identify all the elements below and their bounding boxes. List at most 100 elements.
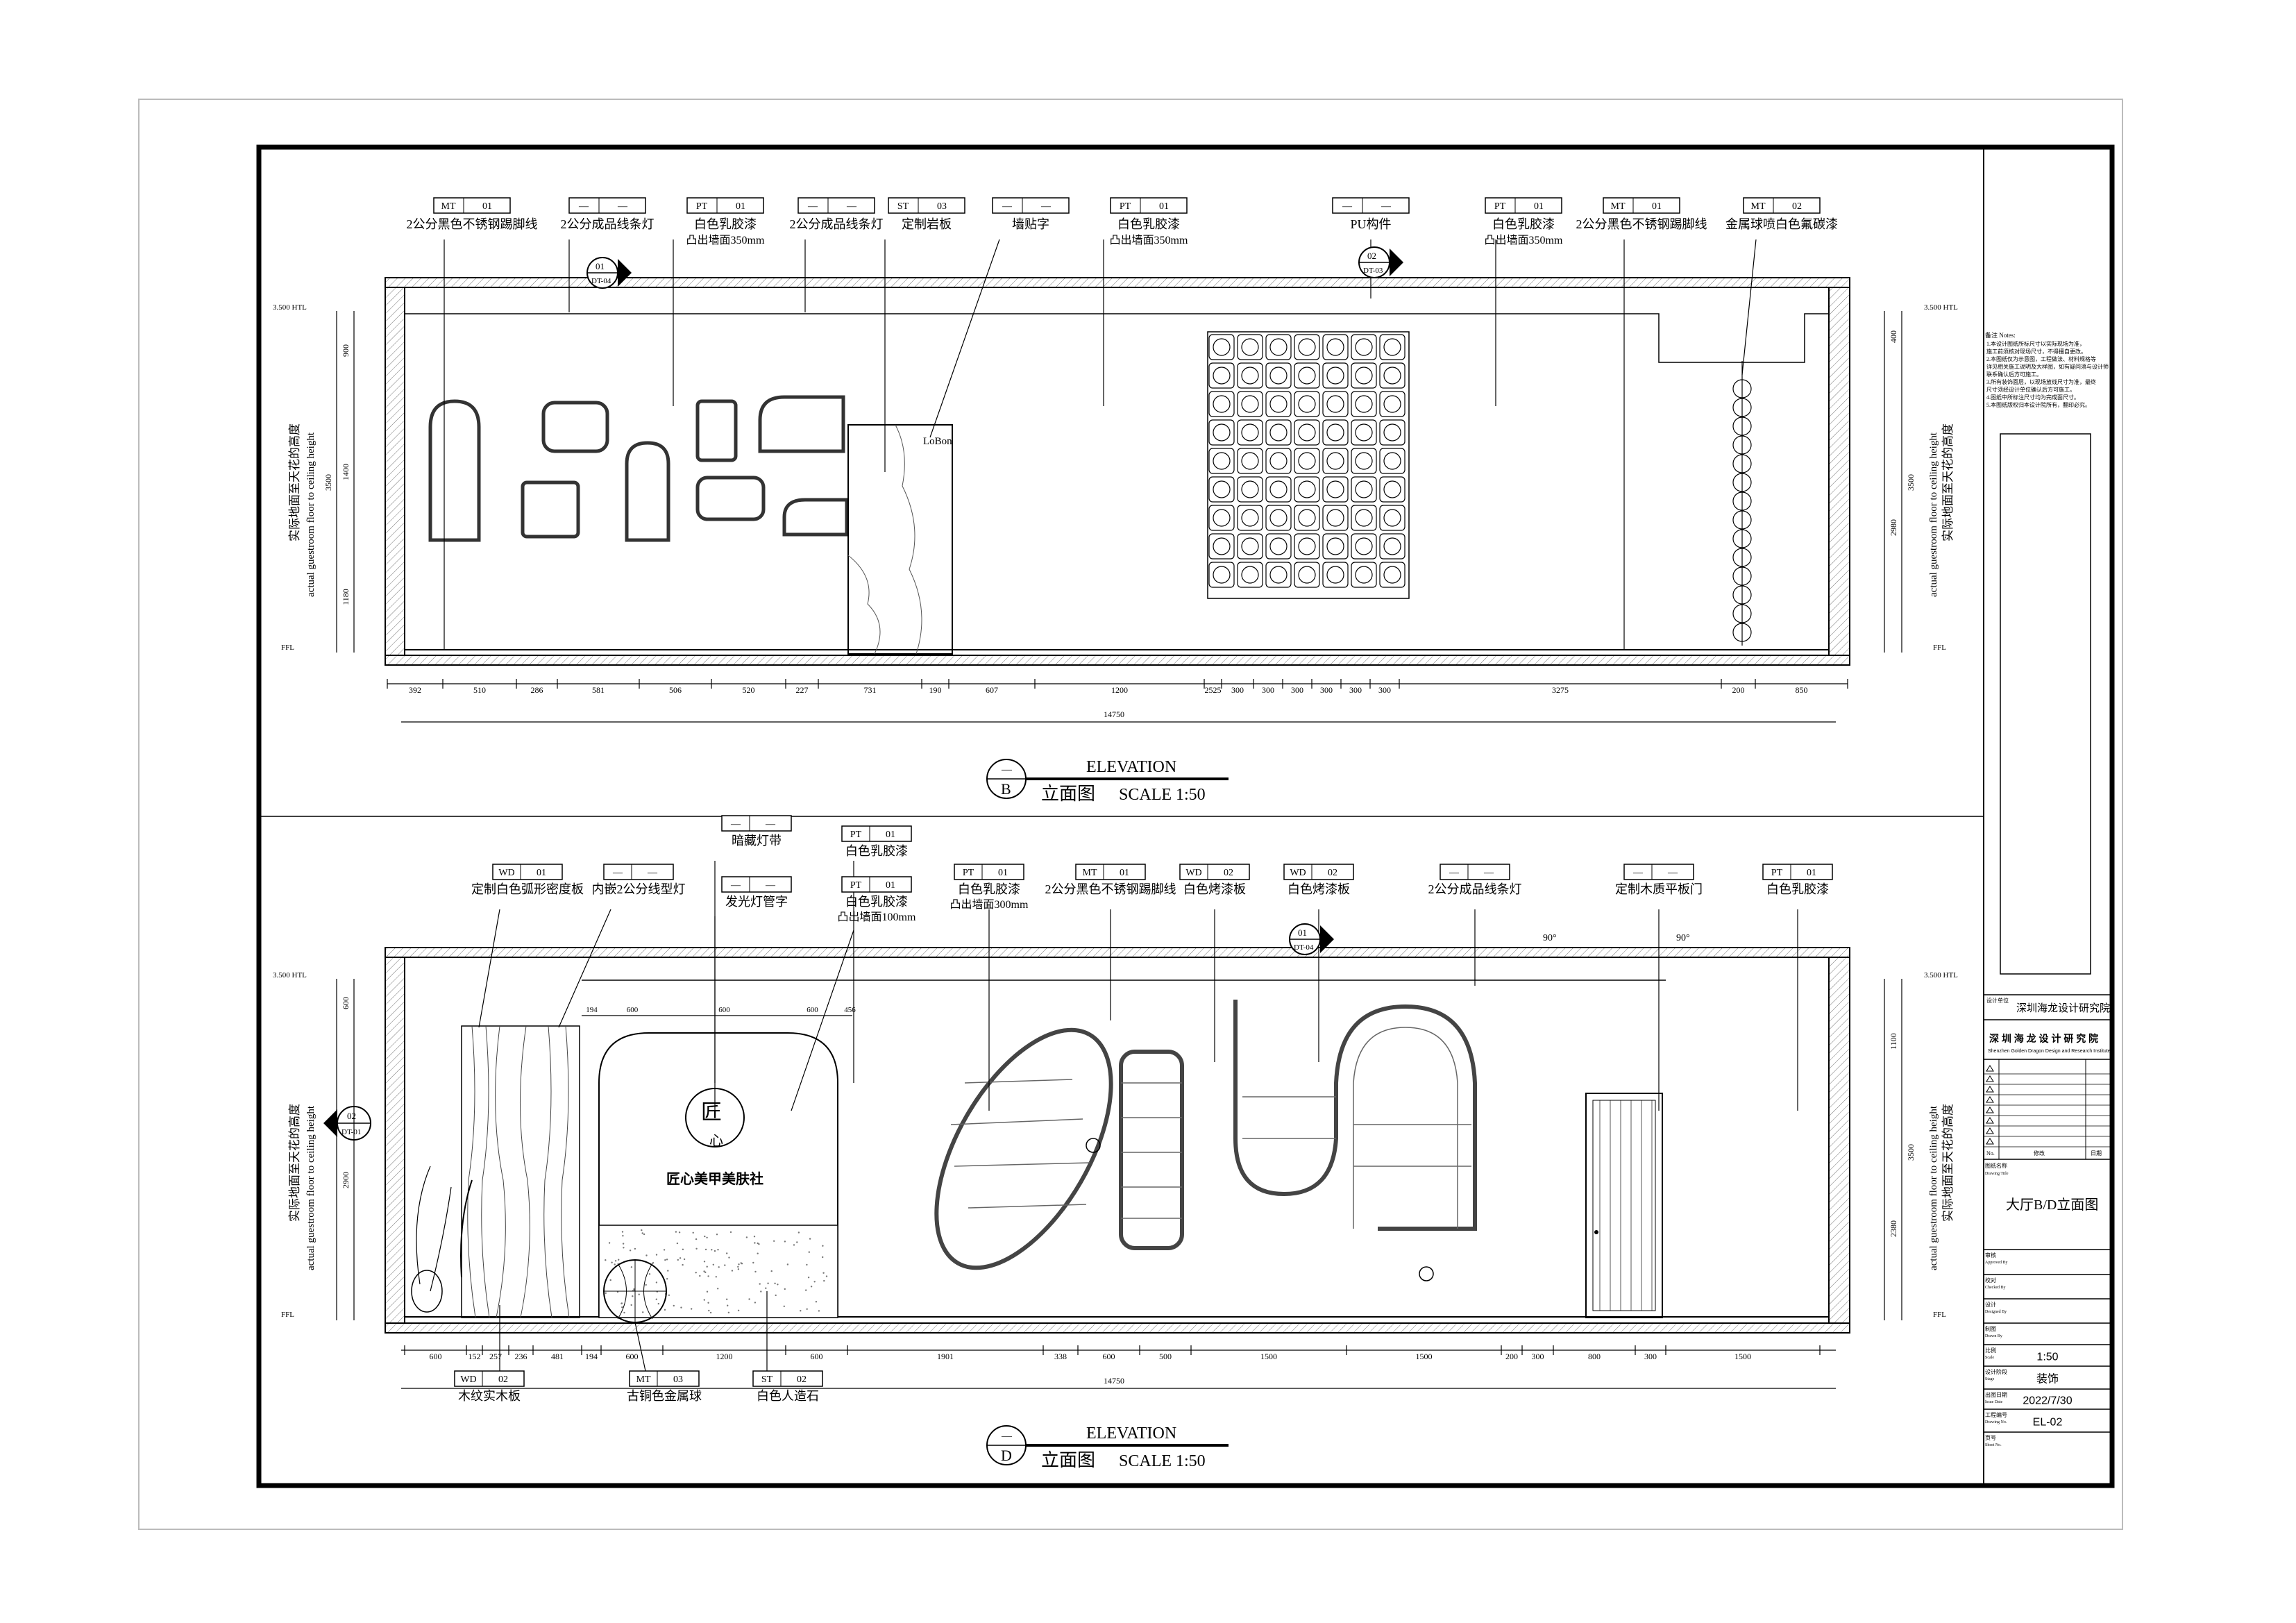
oval-shelf — [934, 1027, 1113, 1270]
title-cn: 立面图 — [1041, 784, 1095, 804]
scale-label: 比例 — [1985, 1347, 1996, 1354]
dimension-value: 200 — [1505, 1352, 1518, 1361]
metal-ball — [1732, 585, 1752, 605]
tag-number: — — [765, 880, 776, 891]
designed-label: 设计 — [1985, 1301, 1996, 1308]
dimension-value: 506 — [669, 685, 682, 695]
note-line: 详见相关施工说明及大样图，如有疑问须与设计师 — [1986, 363, 2109, 370]
pu-cell-circle — [1355, 395, 1373, 413]
dimension-value: 1400 — [341, 464, 351, 480]
dimension-value: 2900 — [341, 1172, 351, 1188]
angle-label-2: 90° — [1676, 933, 1690, 943]
svg-text:02: 02 — [347, 1111, 356, 1121]
pu-cell — [1265, 476, 1292, 503]
pu-cell — [1265, 505, 1292, 531]
dimension-value: 300 — [1291, 685, 1303, 695]
arch-frame-1 — [428, 399, 481, 542]
dimension-value: 900 — [341, 344, 351, 357]
dimension-value: 300 — [1231, 685, 1244, 695]
wave-shelf — [1233, 1000, 1477, 1231]
level-top-left: 3.500 HTL — [273, 303, 307, 312]
dimension-value: 392 — [409, 685, 421, 695]
tag-code: MT — [636, 1374, 651, 1385]
level-top-left-d: 3.500 HTL — [273, 971, 307, 979]
right-wall — [1828, 287, 1850, 656]
pu-cell-circle — [1298, 452, 1316, 470]
pu-cell — [1351, 362, 1377, 389]
pu-cell — [1379, 391, 1406, 417]
tall-shelf — [1119, 1050, 1184, 1250]
pu-cell-circle — [1241, 480, 1259, 498]
drawing-no-label: 工程编号 — [1985, 1411, 2007, 1418]
pu-cell-circle — [1269, 452, 1288, 470]
svg-text:DT-04: DT-04 — [1294, 943, 1314, 952]
dimension-value: 600 — [811, 1352, 823, 1361]
tag-number: — — [765, 819, 776, 830]
page-border — [138, 99, 2123, 1530]
pu-cell-circle — [1269, 423, 1288, 442]
level-bottom-right-d: FFL — [1933, 1311, 1946, 1319]
pu-cell — [1322, 334, 1349, 360]
title-block: 备注 Notes: 1.本设计图纸所标尺寸以实际现场为准， 施工前须核对现场尺寸… — [1984, 331, 2112, 1485]
stage-value: 装饰 — [2036, 1373, 2059, 1386]
pu-cell-circle — [1326, 509, 1344, 527]
pu-cell-circle — [1269, 367, 1288, 385]
note-line: 2.本图纸仅为示意图，工程做法、材料规格等 — [1986, 355, 2096, 362]
total-width-d: 14750 — [1104, 1376, 1124, 1386]
pu-cell-circle — [1355, 452, 1373, 470]
tag-label: 发光灯管字 — [725, 895, 788, 909]
tag-label: 白色乳胶漆 — [1766, 882, 1829, 896]
pu-cell-circle — [1241, 338, 1259, 356]
title-scale-d: SCALE 1:50 — [1119, 1452, 1206, 1470]
pu-cell — [1237, 391, 1263, 417]
tag-code: WD — [1185, 868, 1201, 878]
material-tag: ——2公分成品线条灯 — [561, 197, 655, 231]
height-label-cn-right-d: 实际地面至天花的高度 — [1941, 1104, 1955, 1222]
pu-cell-circle — [1383, 338, 1401, 356]
pu-grid — [1208, 334, 1406, 588]
note-line: 1.本设计图纸所标尺寸以实际现场为准， — [1986, 340, 2085, 347]
tag-label: 2公分成品线条灯 — [561, 217, 655, 231]
firm-name-en: Shenzhen Golden Dragon Design and Resear… — [1988, 1049, 2111, 1054]
elevation-d-title: — D ELEVATION 立面图 SCALE 1:50 — [986, 1424, 1229, 1470]
svg-text:01: 01 — [1298, 927, 1307, 938]
dimension-value: 1500 — [1260, 1352, 1277, 1361]
pu-cell-circle — [1326, 452, 1344, 470]
tag-number: — — [1040, 201, 1052, 212]
pu-cell-circle — [1269, 537, 1288, 555]
pu-cell-circle — [1383, 367, 1401, 385]
tag-number: — — [1667, 868, 1678, 878]
svg-text:—: — — [1001, 764, 1013, 775]
tag-label: 2公分黑色不锈钢踢脚线 — [407, 217, 538, 231]
pu-cell-circle — [1213, 509, 1231, 527]
revision-triangle-icon — [1986, 1086, 1994, 1093]
stage-label: 设计阶段 — [1985, 1368, 2007, 1375]
height-label-en-right-d: actual guestroom floor to ceiling height — [1928, 1105, 1939, 1270]
pu-cell — [1351, 505, 1377, 531]
pu-cell — [1208, 362, 1235, 389]
pu-cell — [1265, 448, 1292, 474]
designed-label-en: Designed By — [1985, 1310, 2007, 1314]
pu-cell-circle — [1241, 367, 1259, 385]
dimension-value: 2380 — [1889, 1220, 1898, 1237]
arch-frame-4 — [625, 441, 670, 542]
floor-band-d — [385, 1322, 1850, 1334]
dimension-value: 520 — [743, 685, 755, 695]
dimension-value: 300 — [1532, 1352, 1544, 1361]
note-line: 联系确认后方可施工。 — [1986, 371, 2042, 378]
pu-cell-circle — [1241, 509, 1259, 527]
pu-cell-circle — [1269, 395, 1288, 413]
section-mark-d1: 01 DT-04 — [1289, 923, 1334, 955]
dimension-value: 600 — [341, 997, 351, 1009]
pu-cell-circle — [1383, 566, 1401, 584]
revision-triangle-icon — [1986, 1075, 1994, 1082]
metal-ball — [1732, 548, 1752, 567]
